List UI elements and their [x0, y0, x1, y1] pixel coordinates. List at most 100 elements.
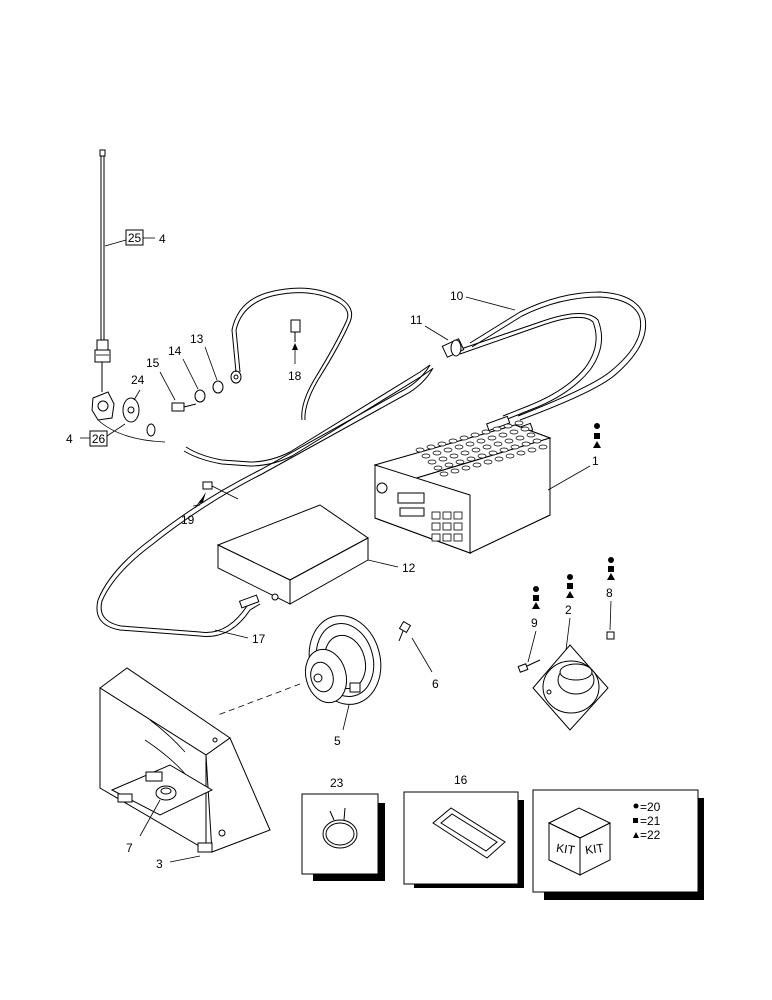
- callout-2[interactable]: 2: [565, 574, 574, 651]
- radio-button[interactable]: [453, 511, 463, 520]
- callout-23[interactable]: 23: [330, 776, 344, 790]
- kit-legend-21: =21: [640, 814, 661, 828]
- grille-hole: [472, 462, 482, 468]
- grille-hole: [433, 465, 443, 471]
- callout-23-label: 23: [330, 776, 344, 790]
- antenna-hardware[interactable]: [171, 370, 242, 412]
- grille-hole: [527, 447, 537, 453]
- grille-hole: [460, 450, 470, 456]
- grille-hole: [526, 432, 536, 438]
- grille-hole: [459, 435, 469, 441]
- grille-hole: [454, 444, 464, 450]
- kit-cube-right-label: KIT: [584, 841, 605, 858]
- grille-hole: [515, 435, 525, 441]
- callout-3[interactable]: 3: [156, 855, 201, 871]
- cable-connector-11[interactable]: [441, 338, 465, 358]
- callout-15-label: 15: [146, 356, 160, 370]
- radio-buttons[interactable]: [431, 511, 463, 542]
- antenna-base[interactable]: [91, 391, 166, 443]
- radio-button[interactable]: [453, 533, 463, 542]
- callout-18[interactable]: 18: [288, 343, 302, 383]
- callout-16[interactable]: 16: [454, 773, 468, 787]
- grille-hole: [438, 456, 448, 462]
- grille-hole: [415, 447, 425, 453]
- grille-hole: [487, 435, 497, 441]
- speaker-guide-line: [217, 683, 301, 716]
- grille-hole: [450, 468, 460, 474]
- callout-19-label: 19: [181, 513, 195, 527]
- callout-5[interactable]: 5: [334, 704, 350, 748]
- screw-6[interactable]: [398, 620, 412, 642]
- grommet-7[interactable]: [155, 785, 177, 801]
- callout-17[interactable]: 17: [214, 629, 266, 646]
- radio-button[interactable]: [442, 522, 452, 531]
- callout-25[interactable]: 25: [104, 229, 155, 247]
- grille-hole: [449, 453, 459, 459]
- radio-button[interactable]: [431, 533, 441, 542]
- radio-button[interactable]: [453, 522, 463, 531]
- grille-hole: [510, 444, 520, 450]
- grille-hole: [427, 459, 437, 465]
- callout-9[interactable]: 9: [527, 586, 540, 663]
- radio-button[interactable]: [442, 533, 452, 542]
- callout-6[interactable]: 6: [411, 637, 439, 691]
- screw-9[interactable]: [517, 659, 541, 673]
- grille-hole: [421, 453, 431, 459]
- grille-hole: [509, 429, 519, 435]
- callout-4-top[interactable]: 4: [159, 232, 166, 246]
- kit-legend-20: =20: [640, 800, 661, 814]
- grille-hole: [426, 444, 436, 450]
- callout-10[interactable]: 10: [450, 289, 516, 311]
- callout-3-label: 3: [156, 857, 163, 871]
- callout-12[interactable]: 12: [367, 559, 416, 575]
- grille-hole: [444, 462, 454, 468]
- speaker[interactable]: [300, 607, 391, 712]
- antenna-mast[interactable]: [94, 149, 111, 392]
- grille-hole: [481, 429, 491, 435]
- callout-4-bottom[interactable]: 4: [66, 432, 73, 446]
- callout-7[interactable]: 7: [126, 799, 161, 855]
- callout-6-label: 6: [432, 677, 439, 691]
- callout-11[interactable]: 11: [410, 313, 449, 341]
- antenna-lead-19[interactable]: [202, 481, 239, 500]
- nut-8[interactable]: [606, 631, 615, 640]
- speaker-enclosure[interactable]: [99, 667, 271, 853]
- box-23-clamp[interactable]: [301, 793, 385, 881]
- callout-15[interactable]: 15: [146, 356, 176, 401]
- callout-26-label: 26: [92, 432, 106, 446]
- callout-8[interactable]: 8: [606, 557, 615, 631]
- callout-19[interactable]: 19: [181, 492, 206, 527]
- kit-legend-22: =22: [640, 828, 661, 842]
- amplifier-box[interactable]: [216, 504, 369, 605]
- grille-hole: [503, 423, 513, 429]
- antenna-cable[interactable]: [96, 291, 647, 637]
- callout-13[interactable]: 13: [190, 332, 218, 381]
- grille-hole: [437, 441, 447, 447]
- box-kit[interactable]: KIT KIT =20 =21 =22: [532, 789, 704, 900]
- grille-hole: [477, 453, 487, 459]
- kit-cube-left-label: KIT: [555, 841, 576, 858]
- radio-unit[interactable]: [373, 420, 552, 555]
- grille-hole: [498, 432, 508, 438]
- callout-24[interactable]: 24: [131, 373, 145, 401]
- callout-24-label: 24: [131, 373, 145, 387]
- grille-hole: [466, 456, 476, 462]
- grille-hole: [520, 426, 530, 432]
- legend-square-icon: [633, 818, 638, 823]
- callout-14[interactable]: 14: [168, 344, 199, 390]
- tweeter[interactable]: [532, 644, 609, 731]
- legend-circle-icon: [633, 803, 639, 809]
- grille-hole: [492, 426, 502, 432]
- callout-26[interactable]: 26: [80, 423, 126, 447]
- radio-button[interactable]: [431, 522, 441, 531]
- callout-13-label: 13: [190, 332, 204, 346]
- callout-1[interactable]: 1: [547, 423, 601, 491]
- cable-end-17[interactable]: [238, 594, 260, 609]
- box-16-gasket[interactable]: [403, 791, 524, 888]
- callout-1-label: 1: [592, 454, 599, 468]
- grille-hole: [516, 450, 526, 456]
- radio-button[interactable]: [431, 511, 441, 520]
- wire-harness[interactable]: [231, 287, 353, 421]
- radio-button[interactable]: [442, 511, 452, 520]
- grille-hole: [470, 432, 480, 438]
